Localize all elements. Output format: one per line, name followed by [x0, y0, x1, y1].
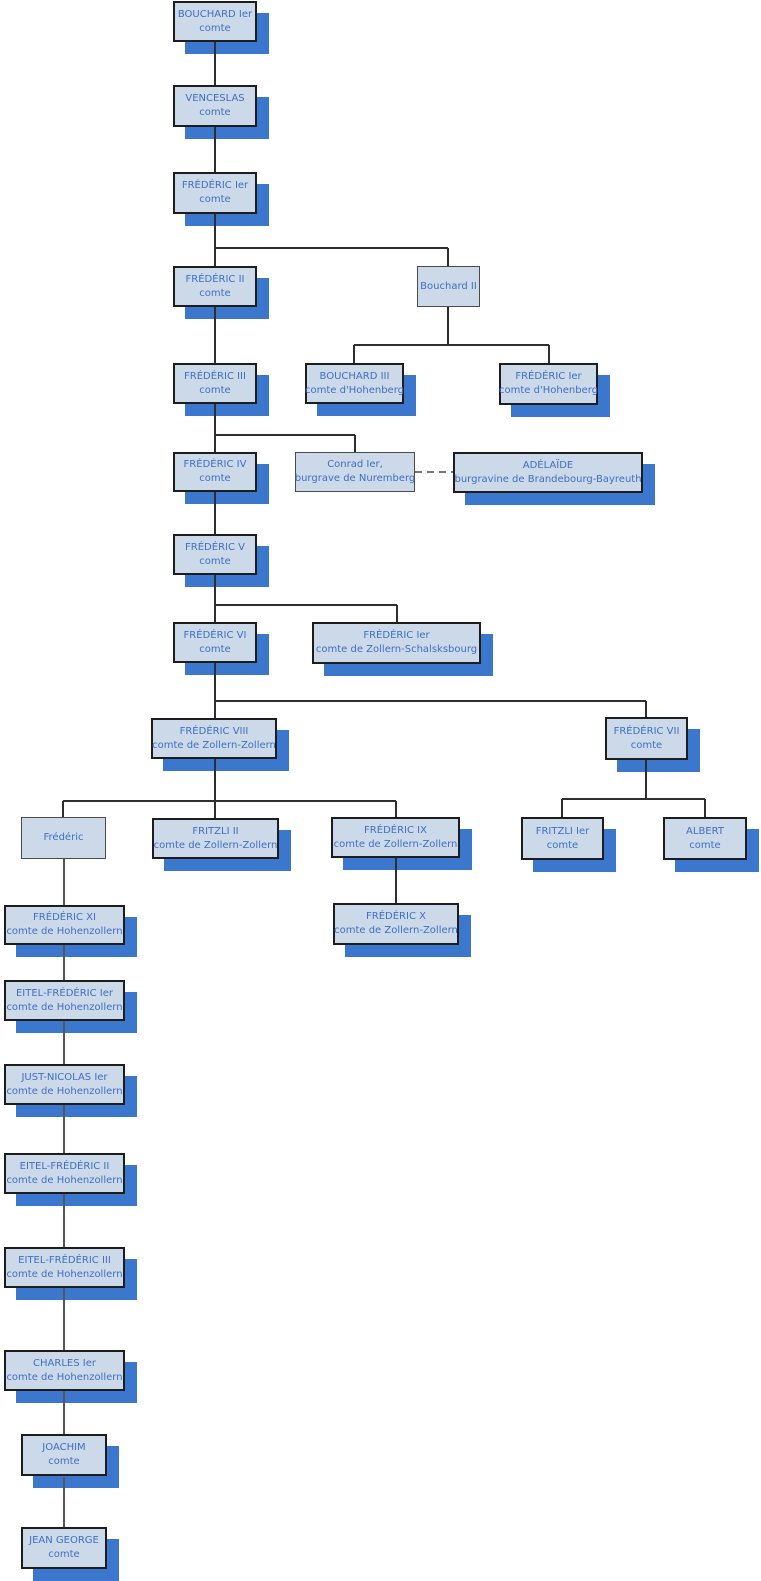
person-name: FRÉDÉRIC IX — [364, 824, 427, 836]
person-title: comte de Zollern-Zollern — [152, 739, 276, 751]
person-title: comte — [199, 107, 231, 118]
person-name: ADÉLAÏDE — [522, 459, 574, 471]
person-title: comte de Hohenzollern — [6, 926, 123, 937]
node-frederic-viii: FRÉDÉRIC VIII comte de Zollern-Zollern — [151, 718, 277, 759]
person-name: ALBERT — [686, 825, 724, 837]
person-title: burgravine de Brandebourg-Bayreuth — [454, 473, 642, 485]
person-name: FRÉDÉRIC VIII — [179, 725, 249, 737]
person-name: FRÉDÉRIC X — [366, 911, 426, 922]
node-jean-george: JEAN GEORGE comte — [21, 1527, 107, 1569]
node-eitel-frederic-iii: EITEL-FRÉDÉRIC III comte de Hohenzollern — [4, 1247, 125, 1288]
person-name: FRÉDÉRIC XI — [33, 912, 96, 923]
person-title: comte — [199, 22, 231, 34]
node-fritzli-ier: FRITZLI Ier comte — [521, 817, 604, 860]
person-title: comte d'Hohenberg — [305, 384, 404, 396]
node-frederic-vi: FRÉDÉRIC VI comte — [173, 622, 257, 663]
person-title: comte — [546, 839, 579, 851]
person-title: comte de Hohenzollern — [6, 1001, 123, 1013]
node-adelaide: ADÉLAÏDE burgravine de Brandebourg-Bayre… — [453, 452, 643, 493]
person-name: BOUCHARD III — [319, 370, 390, 382]
node-frederic-ier-hohenberg: FRÉDÉRIC Ier comte d'Hohenberg — [499, 363, 598, 405]
person-name: VENCESLAS — [185, 93, 245, 104]
node-bouchard-ii: Bouchard II — [417, 266, 480, 307]
node-bouchard-iii: BOUCHARD III comte d'Hohenberg — [305, 363, 404, 404]
node-eitel-frederic-ii: EITEL-FRÉDÉRIC II comte de Hohenzollern — [4, 1153, 125, 1194]
person-name: FRÉDÉRIC Ier — [181, 180, 249, 191]
person-name: FRÉDÉRIC V — [185, 541, 245, 553]
person-title: comte de Hohenzollern — [6, 1174, 123, 1186]
node-joachim: JOACHIM comte — [21, 1434, 107, 1476]
person-title: comte — [199, 643, 231, 655]
person-name: EITEL-FRÉDÉRIC II — [19, 1160, 110, 1172]
person-name: Frédéric — [43, 832, 84, 843]
person-title: comte — [199, 555, 231, 567]
person-name: JEAN GEORGE — [29, 1535, 99, 1546]
person-name: Bouchard II — [420, 280, 477, 292]
person-name: FRITZLI Ier — [535, 825, 590, 837]
person-name: FRÉDÉRIC Ier — [363, 630, 430, 641]
node-frederic: Frédéric — [21, 817, 106, 859]
person-name: EITEL-FRÉDÉRIC Ier — [15, 987, 113, 999]
person-title: comte de Hohenzollern — [6, 1371, 123, 1383]
person-title: comte — [199, 473, 231, 484]
person-name: Conrad Ier, — [327, 459, 383, 470]
person-name: FRÉDÉRIC IV — [183, 459, 247, 470]
person-title: comte de Hohenzollern — [6, 1085, 123, 1097]
person-title: comte d'Hohenberg — [499, 385, 598, 396]
node-frederic-ix: FRÉDÉRIC IX comte de Zollern-Zollern — [331, 817, 460, 858]
person-title: comte — [48, 1456, 80, 1467]
node-frederic-ier-zollern-schalsksbourg: FRÉDÉRIC Ier comte de Zollern-Schalsksbo… — [312, 622, 481, 664]
person-title: comte de Zollern-Schalsksbourg — [315, 644, 478, 655]
person-name: FRÉDÉRIC Ier — [515, 371, 582, 382]
person-title: comte — [199, 384, 231, 396]
person-title: burgrave de Nuremberg — [294, 473, 416, 484]
person-name: JUST-NICOLAS Ier — [21, 1071, 108, 1083]
node-frederic-ier: FRÉDÉRIC Ier comte — [173, 172, 257, 214]
node-albert: ALBERT comte — [663, 817, 747, 860]
person-name: EITEL-FRÉDÉRIC III — [18, 1254, 111, 1266]
node-frederic-ii: FRÉDÉRIC II comte — [173, 266, 257, 307]
person-name: FRÉDÉRIC II — [185, 273, 245, 285]
person-title: comte — [48, 1549, 80, 1560]
node-charles-ier: CHARLES Ier comte de Hohenzollern — [4, 1350, 125, 1391]
person-title: comte — [689, 839, 721, 851]
node-just-nicolas-ier: JUST-NICOLAS Ier comte de Hohenzollern — [4, 1064, 125, 1105]
node-frederic-iv: FRÉDÉRIC IV comte — [173, 452, 257, 492]
node-frederic-vii: FRÉDÉRIC VII comte — [605, 717, 688, 760]
person-title: comte — [199, 287, 231, 299]
person-name: BOUCHARD Ier — [177, 8, 253, 20]
node-frederic-iii: FRÉDÉRIC III comte — [173, 363, 257, 404]
person-title: comte de Zollern-Zollern — [333, 838, 458, 850]
person-name: CHARLES Ier — [33, 1357, 96, 1369]
person-name: FRÉDÉRIC III — [184, 370, 246, 382]
node-bouchard-ier: BOUCHARD Ier comte — [173, 1, 257, 42]
node-frederic-xi: FRÉDÉRIC XI comte de Hohenzollern — [4, 905, 125, 945]
person-name: FRITZLI II — [192, 825, 239, 837]
person-title: comte de Hohenzollern — [6, 1268, 123, 1280]
person-name: JOACHIM — [42, 1442, 86, 1453]
person-name: FRÉDÉRIC VI — [183, 629, 247, 641]
person-name: FRÉDÉRIC VII — [613, 725, 680, 737]
node-frederic-x: FRÉDÉRIC X comte de Zollern-Zollern — [333, 903, 459, 945]
node-fritzli-ii: FRITZLI II comte de Zollern-Zollern — [152, 818, 279, 859]
node-eitel-frederic-ier: EITEL-FRÉDÉRIC Ier comte de Hohenzollern — [4, 980, 125, 1021]
node-conrad-ier: Conrad Ier, burgrave de Nuremberg — [295, 452, 415, 492]
node-frederic-v: FRÉDÉRIC V comte — [173, 534, 257, 575]
person-title: comte de Zollern-Zollern — [334, 925, 458, 936]
person-title: comte de Zollern-Zollern — [153, 839, 278, 851]
node-venceslas: VENCESLAS comte — [173, 85, 257, 127]
person-title: comte — [199, 194, 231, 205]
person-title: comte — [630, 739, 663, 751]
